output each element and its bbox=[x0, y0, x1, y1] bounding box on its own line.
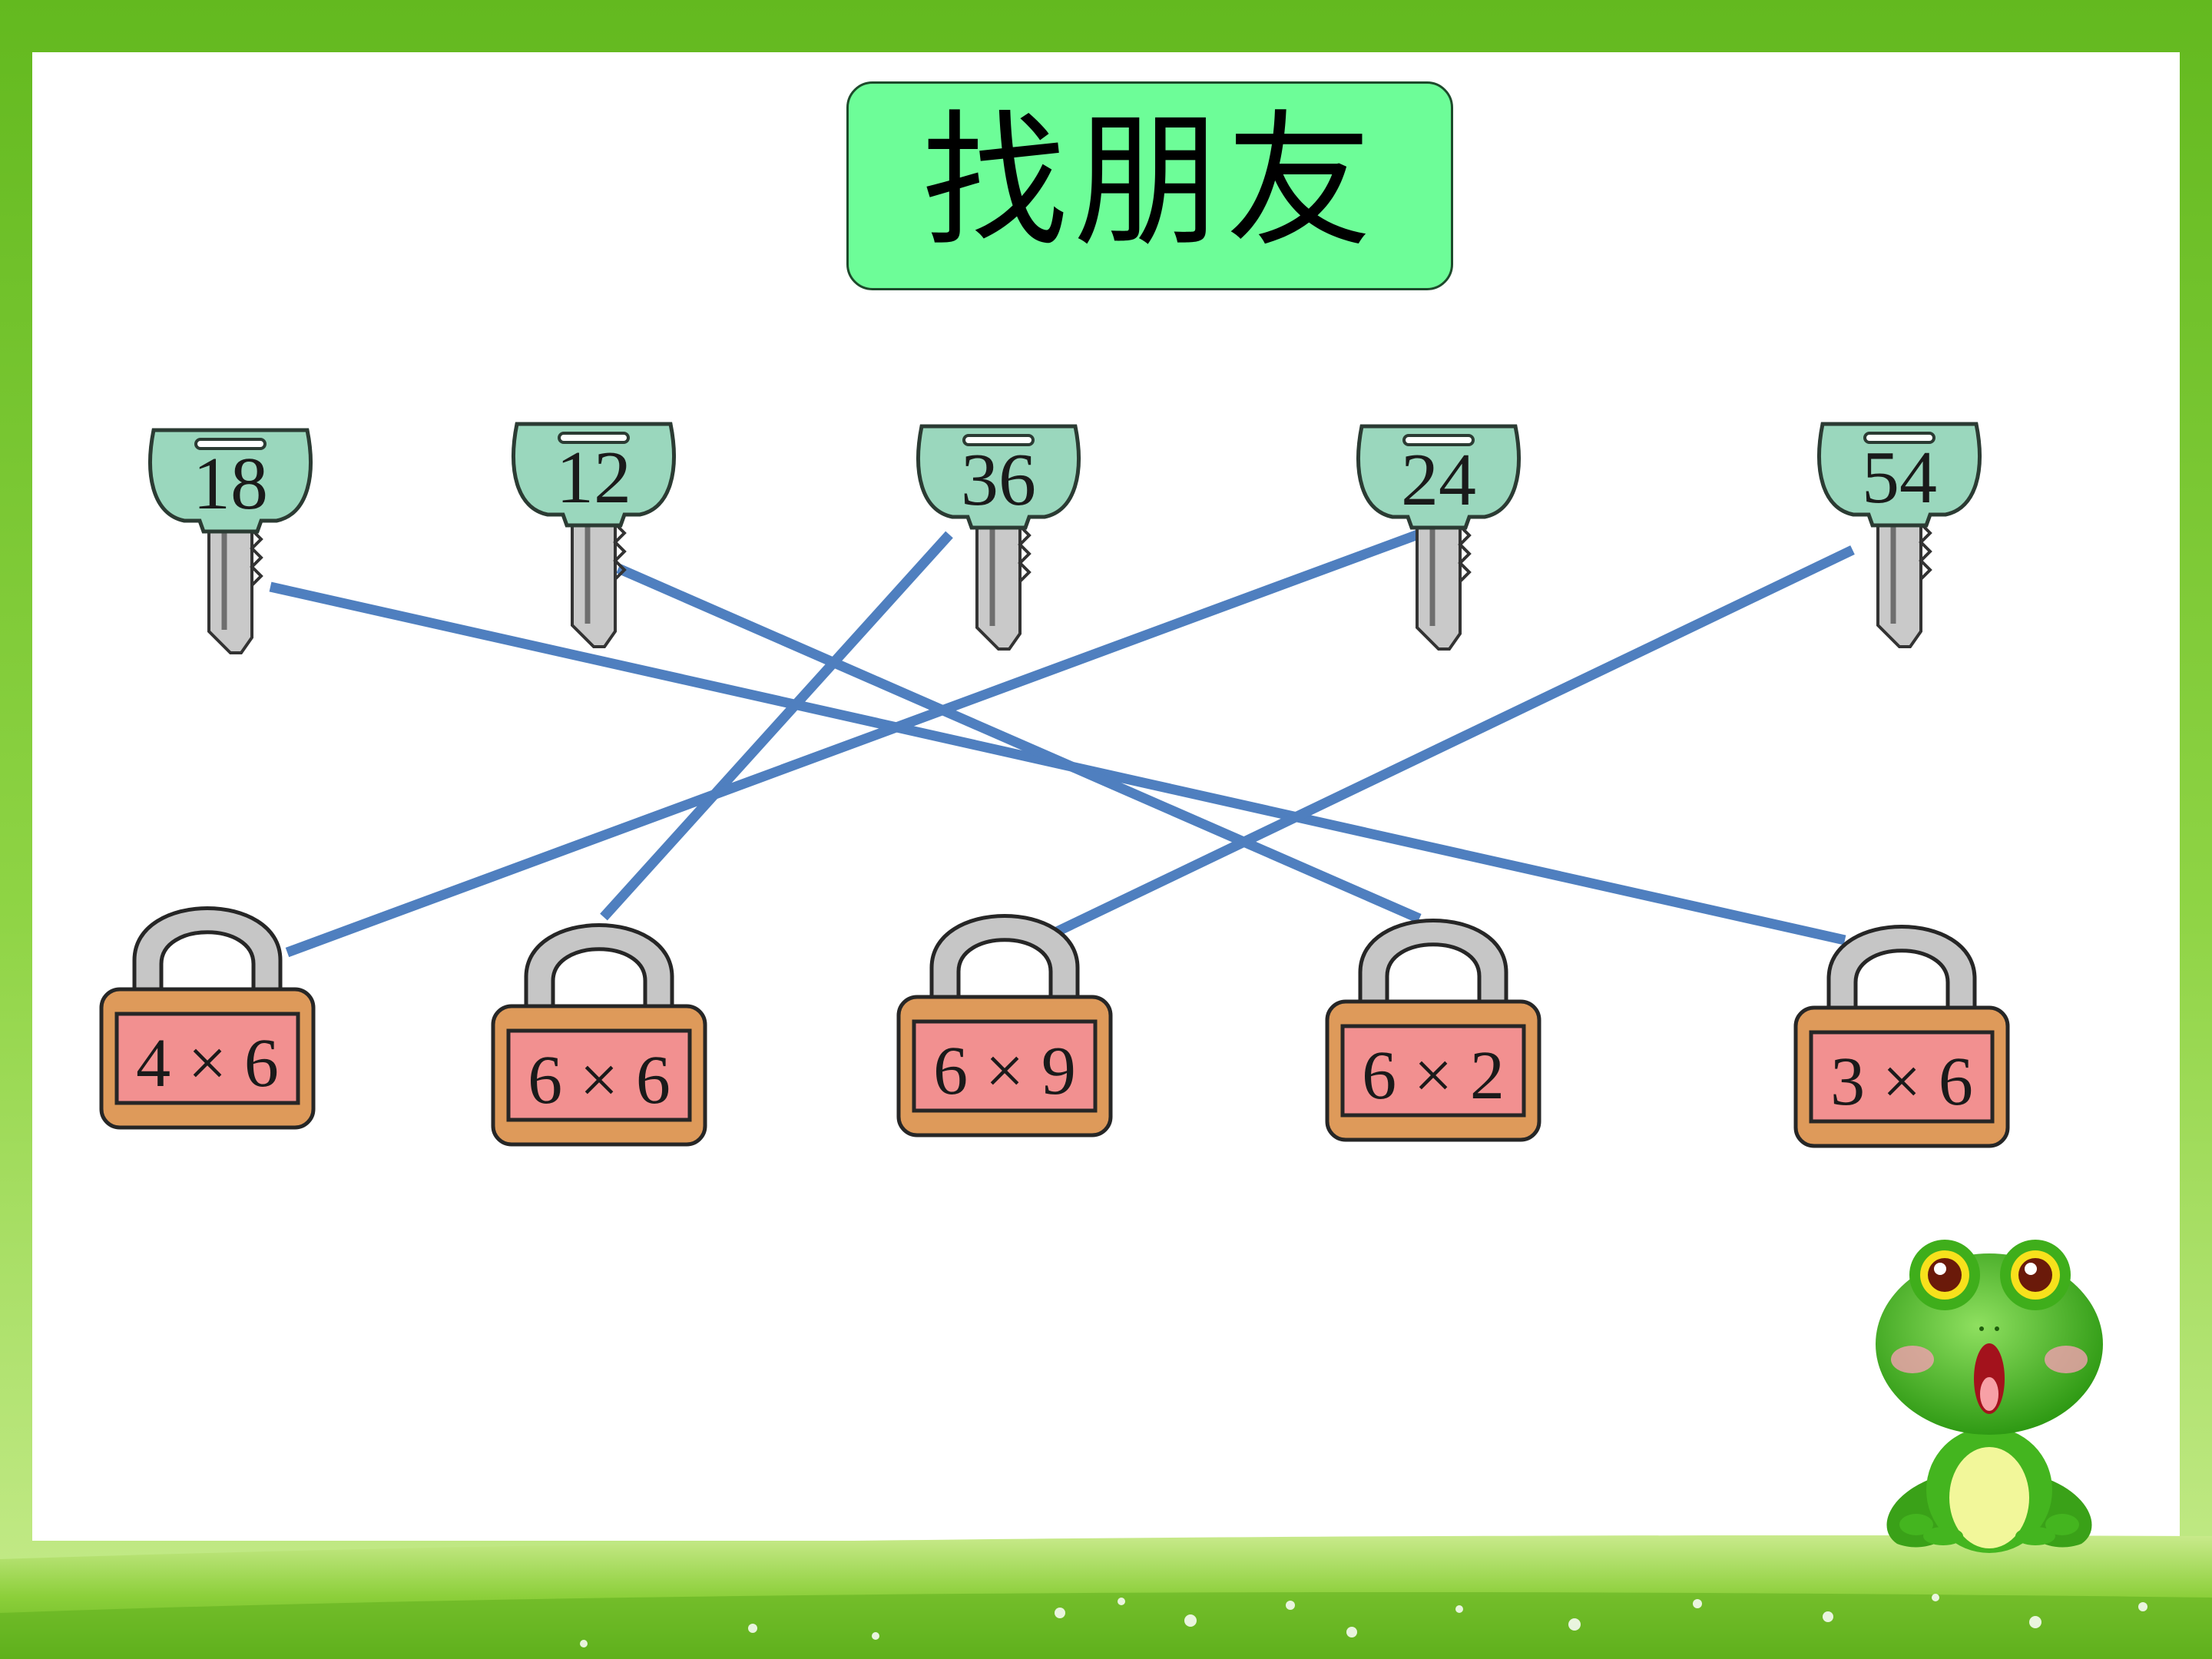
key-18[interactable]: 18 bbox=[148, 428, 313, 654]
locks-row: 4 × 6 6 × 6 6 × 9 6 × 2 3 × 6 bbox=[99, 906, 2010, 1148]
key-label: 36 bbox=[961, 439, 1036, 522]
lock-label-plate bbox=[506, 1028, 692, 1122]
page-title: 找朋友 bbox=[921, 97, 1378, 267]
lock-label: 6 × 6 bbox=[528, 1042, 671, 1118]
lock-shackle bbox=[132, 906, 283, 993]
connection-line bbox=[1053, 545, 1855, 937]
keys-row: 18 12 36 24 54 bbox=[148, 422, 1982, 654]
lock-label-plate bbox=[1340, 1024, 1526, 1118]
connection-line bbox=[616, 564, 1422, 923]
key-12[interactable]: 12 bbox=[512, 422, 676, 648]
lock-3[interactable]: 6 × 9 bbox=[896, 914, 1113, 1137]
key-54[interactable]: 54 bbox=[1817, 422, 1982, 648]
connection-line bbox=[285, 529, 1420, 958]
key-head bbox=[1356, 424, 1521, 530]
lock-label-plate bbox=[912, 1019, 1098, 1113]
key-label: 54 bbox=[1862, 436, 1937, 519]
key-head bbox=[916, 424, 1081, 530]
lock-label: 4 × 6 bbox=[136, 1025, 279, 1101]
lock-5[interactable]: 3 × 6 bbox=[1793, 925, 2010, 1148]
key-24[interactable]: 24 bbox=[1356, 424, 1521, 651]
lock-2[interactable]: 6 × 6 bbox=[491, 923, 707, 1147]
lock-label-plate bbox=[1809, 1030, 1995, 1124]
frog-mascot bbox=[1876, 1240, 2103, 1553]
key-head bbox=[148, 428, 313, 534]
lock-label-plate bbox=[114, 1012, 300, 1105]
connection-lines bbox=[269, 529, 1855, 958]
lock-label: 6 × 9 bbox=[933, 1033, 1076, 1109]
key-label: 24 bbox=[1401, 439, 1476, 522]
key-label: 18 bbox=[193, 442, 268, 525]
lock-1[interactable]: 4 × 6 bbox=[99, 906, 316, 1130]
lock-label: 3 × 6 bbox=[1830, 1044, 1973, 1120]
connection-line bbox=[600, 531, 953, 921]
lock-shackle bbox=[1826, 925, 1977, 1012]
key-head bbox=[512, 422, 676, 528]
key-36[interactable]: 36 bbox=[916, 424, 1081, 651]
key-head bbox=[1817, 422, 1982, 528]
lock-4[interactable]: 6 × 2 bbox=[1325, 919, 1541, 1142]
lock-shackle bbox=[929, 914, 1080, 1001]
key-label: 12 bbox=[556, 436, 631, 519]
lock-label: 6 × 2 bbox=[1362, 1038, 1505, 1114]
lock-shackle bbox=[524, 923, 674, 1010]
title-banner: 找朋友 bbox=[846, 81, 1453, 290]
lock-shackle bbox=[1358, 919, 1508, 1005]
